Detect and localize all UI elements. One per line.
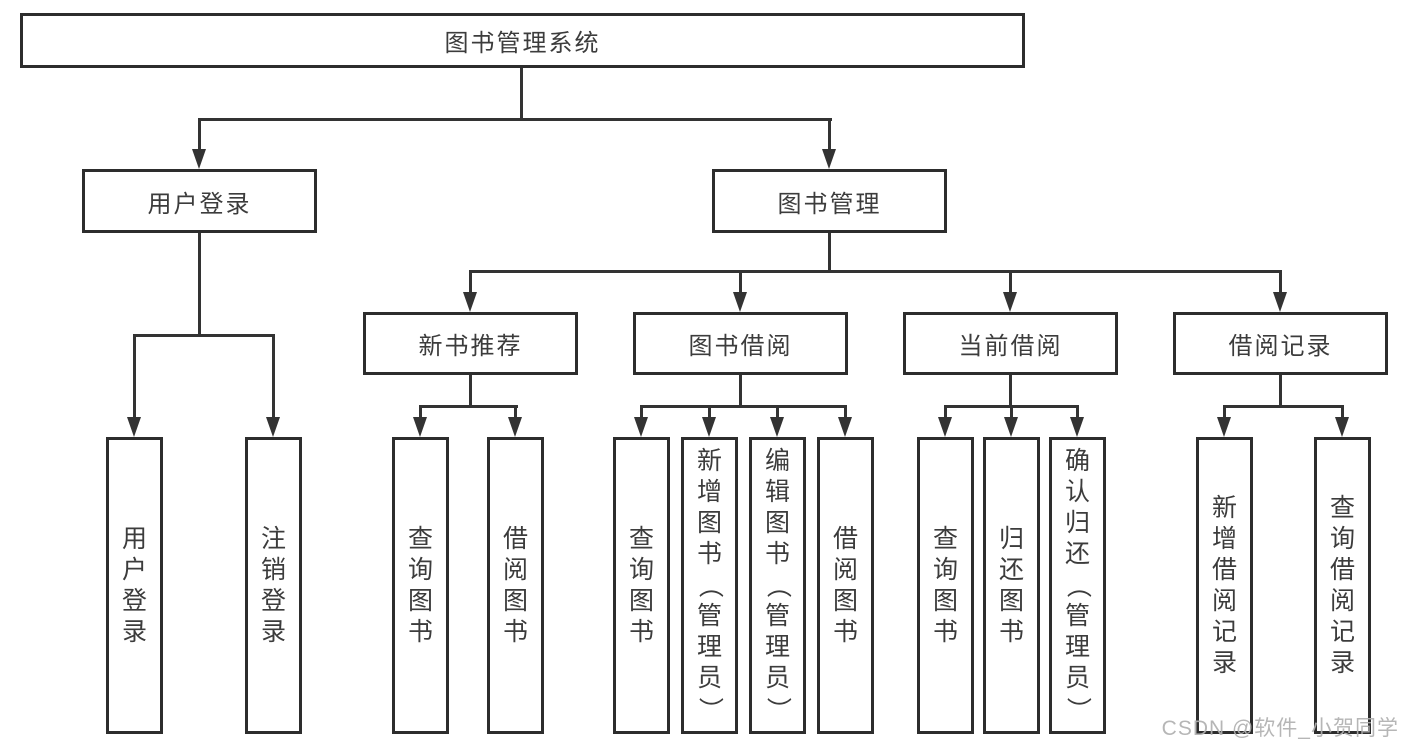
connector-vline bbox=[1009, 270, 1012, 294]
connector-vline bbox=[1076, 405, 1079, 418]
node-label: 归还图书 bbox=[998, 524, 1024, 646]
leaf-edit-book-admin: 编辑图书（管理员） bbox=[749, 437, 806, 734]
arrowhead-down-icon bbox=[1273, 292, 1287, 312]
connector-vline bbox=[133, 334, 136, 418]
connector-vline bbox=[828, 233, 831, 273]
node-label: 用户登录 bbox=[121, 524, 147, 646]
node-label: 查询图书 bbox=[407, 524, 433, 646]
connector-vline bbox=[1279, 270, 1282, 294]
node-label: 借阅图书 bbox=[832, 524, 858, 646]
arrowhead-down-icon bbox=[1217, 417, 1231, 437]
node-label: 借阅记录 bbox=[1228, 333, 1333, 360]
connector-hline bbox=[1223, 405, 1344, 408]
arrowhead-down-icon bbox=[413, 417, 427, 437]
arrowhead-down-icon bbox=[702, 417, 716, 437]
connector-vline bbox=[272, 334, 275, 418]
connector-vline bbox=[469, 270, 472, 294]
arrowhead-down-icon bbox=[822, 149, 836, 169]
connector-vline bbox=[739, 270, 742, 294]
node-current-borrowing: 当前借阅 bbox=[903, 312, 1118, 375]
leaf-query-borrow-record: 查询借阅记录 bbox=[1314, 437, 1371, 734]
arrowhead-down-icon bbox=[838, 417, 852, 437]
node-label: 编辑图书（管理员） bbox=[763, 447, 792, 723]
node-label: 查询图书 bbox=[932, 524, 958, 646]
node-book-management: 图书管理 bbox=[712, 169, 947, 233]
leaf-logout: 注销登录 bbox=[245, 437, 302, 734]
arrowhead-down-icon bbox=[770, 417, 784, 437]
leaf-query-books: 查询图书 bbox=[392, 437, 449, 734]
node-label: 用户登录 bbox=[147, 190, 252, 218]
node-label: 借阅图书 bbox=[502, 524, 528, 646]
node-book-borrowing: 图书借阅 bbox=[633, 312, 848, 375]
connector-vline bbox=[739, 375, 742, 407]
connector-vline bbox=[1009, 375, 1012, 407]
arrowhead-down-icon bbox=[508, 417, 522, 437]
arrowhead-down-icon bbox=[634, 417, 648, 437]
node-new-book-recommend: 新书推荐 bbox=[363, 312, 578, 375]
connector-hline bbox=[198, 118, 832, 121]
connector-vline bbox=[708, 405, 711, 418]
arrowhead-down-icon bbox=[1070, 417, 1084, 437]
leaf-add-book-admin: 新增图书（管理员） bbox=[681, 437, 738, 734]
arrowhead-down-icon bbox=[1003, 292, 1017, 312]
connector-vline bbox=[198, 233, 201, 336]
connector-vline bbox=[844, 405, 847, 418]
connector-hline bbox=[640, 405, 847, 408]
connector-vline bbox=[776, 405, 779, 418]
node-label: 新增借阅记录 bbox=[1211, 493, 1237, 677]
node-label: 新增图书（管理员） bbox=[695, 447, 724, 723]
connector-vline bbox=[469, 375, 472, 407]
node-label: 新书推荐 bbox=[418, 333, 523, 360]
arrowhead-down-icon bbox=[1004, 417, 1018, 437]
arrowhead-down-icon bbox=[463, 292, 477, 312]
leaf-add-borrow-record: 新增借阅记录 bbox=[1196, 437, 1253, 734]
connector-vline bbox=[1341, 405, 1344, 418]
connector-hline bbox=[133, 334, 275, 337]
node-user-login: 用户登录 bbox=[82, 169, 317, 233]
csdn-watermark: CSDN @软件_小贺同学 bbox=[1161, 717, 1399, 740]
connector-vline bbox=[520, 68, 523, 121]
arrowhead-down-icon bbox=[733, 292, 747, 312]
leaf-return-book: 归还图书 bbox=[983, 437, 1040, 734]
node-label: 当前借阅 bbox=[958, 333, 1063, 360]
node-label: 注销登录 bbox=[260, 524, 286, 646]
node-label: 查询图书 bbox=[628, 524, 654, 646]
connector-vline bbox=[198, 118, 201, 151]
connector-vline bbox=[1010, 405, 1013, 418]
arrowhead-down-icon bbox=[192, 149, 206, 169]
node-label: 查询借阅记录 bbox=[1329, 493, 1355, 677]
arrowhead-down-icon bbox=[266, 417, 280, 437]
arrowhead-down-icon bbox=[127, 417, 141, 437]
connector-vline bbox=[944, 405, 947, 418]
node-library-management-system: 图书管理系统 bbox=[20, 13, 1025, 68]
connector-vline bbox=[828, 118, 831, 151]
arrowhead-down-icon bbox=[938, 417, 952, 437]
leaf-query-books: 查询图书 bbox=[917, 437, 974, 734]
node-label: 图书管理系统 bbox=[444, 30, 601, 57]
connector-vline bbox=[1279, 375, 1282, 407]
node-label: 图书管理 bbox=[777, 190, 882, 218]
node-label: 确认归还（管理员） bbox=[1063, 447, 1092, 723]
connector-vline bbox=[1223, 405, 1226, 418]
leaf-user-login: 用户登录 bbox=[106, 437, 163, 734]
leaf-borrow-books: 借阅图书 bbox=[817, 437, 874, 734]
connector-vline bbox=[419, 405, 422, 418]
connector-vline bbox=[640, 405, 643, 418]
leaf-query-books: 查询图书 bbox=[613, 437, 670, 734]
leaf-borrow-books: 借阅图书 bbox=[487, 437, 544, 734]
connector-hline bbox=[469, 270, 1282, 273]
leaf-confirm-return-admin: 确认归还（管理员） bbox=[1049, 437, 1106, 734]
connector-hline bbox=[419, 405, 518, 408]
node-label: 图书借阅 bbox=[688, 333, 793, 360]
node-borrow-records: 借阅记录 bbox=[1173, 312, 1388, 375]
connector-vline bbox=[514, 405, 517, 418]
arrowhead-down-icon bbox=[1335, 417, 1349, 437]
